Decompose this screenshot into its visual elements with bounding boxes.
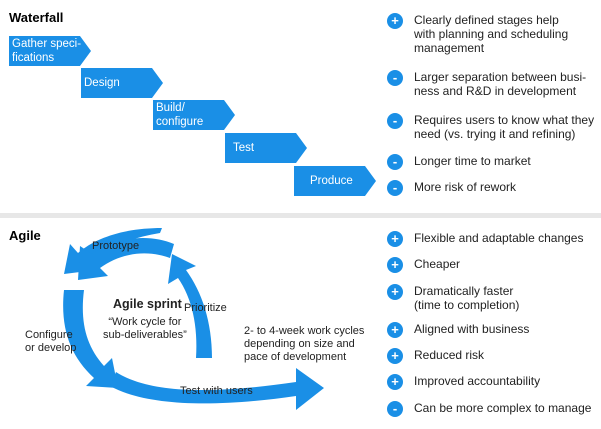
cycle-label-prototype: Prototype <box>92 240 140 252</box>
list-item: - Longer time to market <box>387 154 597 170</box>
cycle-arrow-prototype-body <box>78 238 174 280</box>
stage-arrow-shape <box>225 133 307 163</box>
item-text: Flexible and adaptable changes <box>414 231 584 245</box>
cycle-arrow-configure <box>63 290 118 388</box>
plus-icon: + <box>387 348 403 364</box>
plus-icon: + <box>387 257 403 273</box>
stage-arrow-shape <box>9 36 91 66</box>
list-item: + Reduced risk <box>387 348 597 364</box>
waterfall-stage-gather-specifications: Gather speci- fications <box>9 36 91 66</box>
item-text: Larger separation between busi- ness and… <box>414 70 587 98</box>
item-text: More risk of rework <box>414 180 517 194</box>
plus-icon: + <box>387 13 403 29</box>
cycle-note: 2- to 4-week work cycles depending on si… <box>244 325 365 363</box>
list-item: - More risk of rework <box>387 180 597 196</box>
stage-label: Build/ configure <box>156 102 204 128</box>
minus-icon: - <box>387 401 403 417</box>
list-item: + Aligned with business <box>387 322 597 338</box>
item-text: Clearly defined stages help with plannin… <box>414 13 569 55</box>
list-item: + Dramatically faster (time to completio… <box>387 284 597 312</box>
waterfall-panel: Waterfall Gather speci- fications Design… <box>0 0 601 213</box>
item-text: Improved accountability <box>414 374 541 388</box>
list-item: - Larger separation between busi- ness a… <box>387 70 597 98</box>
item-text: Cheaper <box>414 257 461 271</box>
agile-cycle-diagram <box>63 228 324 410</box>
plus-icon: + <box>387 231 403 247</box>
stage-label: Produce <box>310 175 353 187</box>
plus-icon: + <box>387 374 403 390</box>
list-item: - Can be more complex to manage <box>387 401 597 417</box>
waterfall-title: Waterfall <box>9 10 64 25</box>
agile-panel: Agile Prototype Prioritize Configure or … <box>0 218 601 429</box>
stage-arrow-shape <box>81 68 163 98</box>
center-title: Agile sprint <box>113 297 182 311</box>
center-subtitle: “Work cycle for sub-deliverables” <box>103 316 187 341</box>
stage-label: Gather speci- fications <box>12 38 82 64</box>
list-item: + Cheaper <box>387 257 597 273</box>
item-text: Requires users to know what they need (v… <box>414 113 595 141</box>
cycle-arrow-prioritize <box>168 254 212 358</box>
waterfall-stage-build-configure: Build/ configure <box>153 100 235 130</box>
minus-icon: - <box>387 154 403 170</box>
stage-label: Design <box>84 77 120 89</box>
plus-icon: + <box>387 284 403 300</box>
minus-icon: - <box>387 180 403 196</box>
item-text: Longer time to market <box>414 154 531 168</box>
item-text: Dramatically faster (time to completion) <box>414 284 520 312</box>
waterfall-stage-design: Design <box>81 68 163 98</box>
cycle-arrow-test <box>110 368 324 410</box>
list-item: - Requires users to know what they need … <box>387 113 597 141</box>
plus-icon: + <box>387 322 403 338</box>
waterfall-stage-test: Test <box>225 133 307 163</box>
cycle-label-configure: Configure or develop <box>25 329 77 354</box>
item-text: Reduced risk <box>414 348 485 362</box>
agile-title: Agile <box>9 228 41 243</box>
waterfall-stage-produce: Produce <box>294 166 376 196</box>
minus-icon: - <box>387 70 403 86</box>
list-item: + Flexible and adaptable changes <box>387 231 597 247</box>
list-item: + Improved accountability <box>387 374 597 390</box>
item-text: Aligned with business <box>414 322 530 336</box>
minus-icon: - <box>387 113 403 129</box>
cycle-label-test: Test with users <box>180 385 253 397</box>
cycle-label-prioritize: Prioritize <box>184 302 227 314</box>
item-text: Can be more complex to manage <box>414 401 592 415</box>
stage-arrow-shape <box>153 100 235 130</box>
stage-arrow-shape <box>294 166 376 196</box>
stage-label: Test <box>233 142 255 154</box>
list-item: + Clearly defined stages help with plann… <box>387 13 597 55</box>
